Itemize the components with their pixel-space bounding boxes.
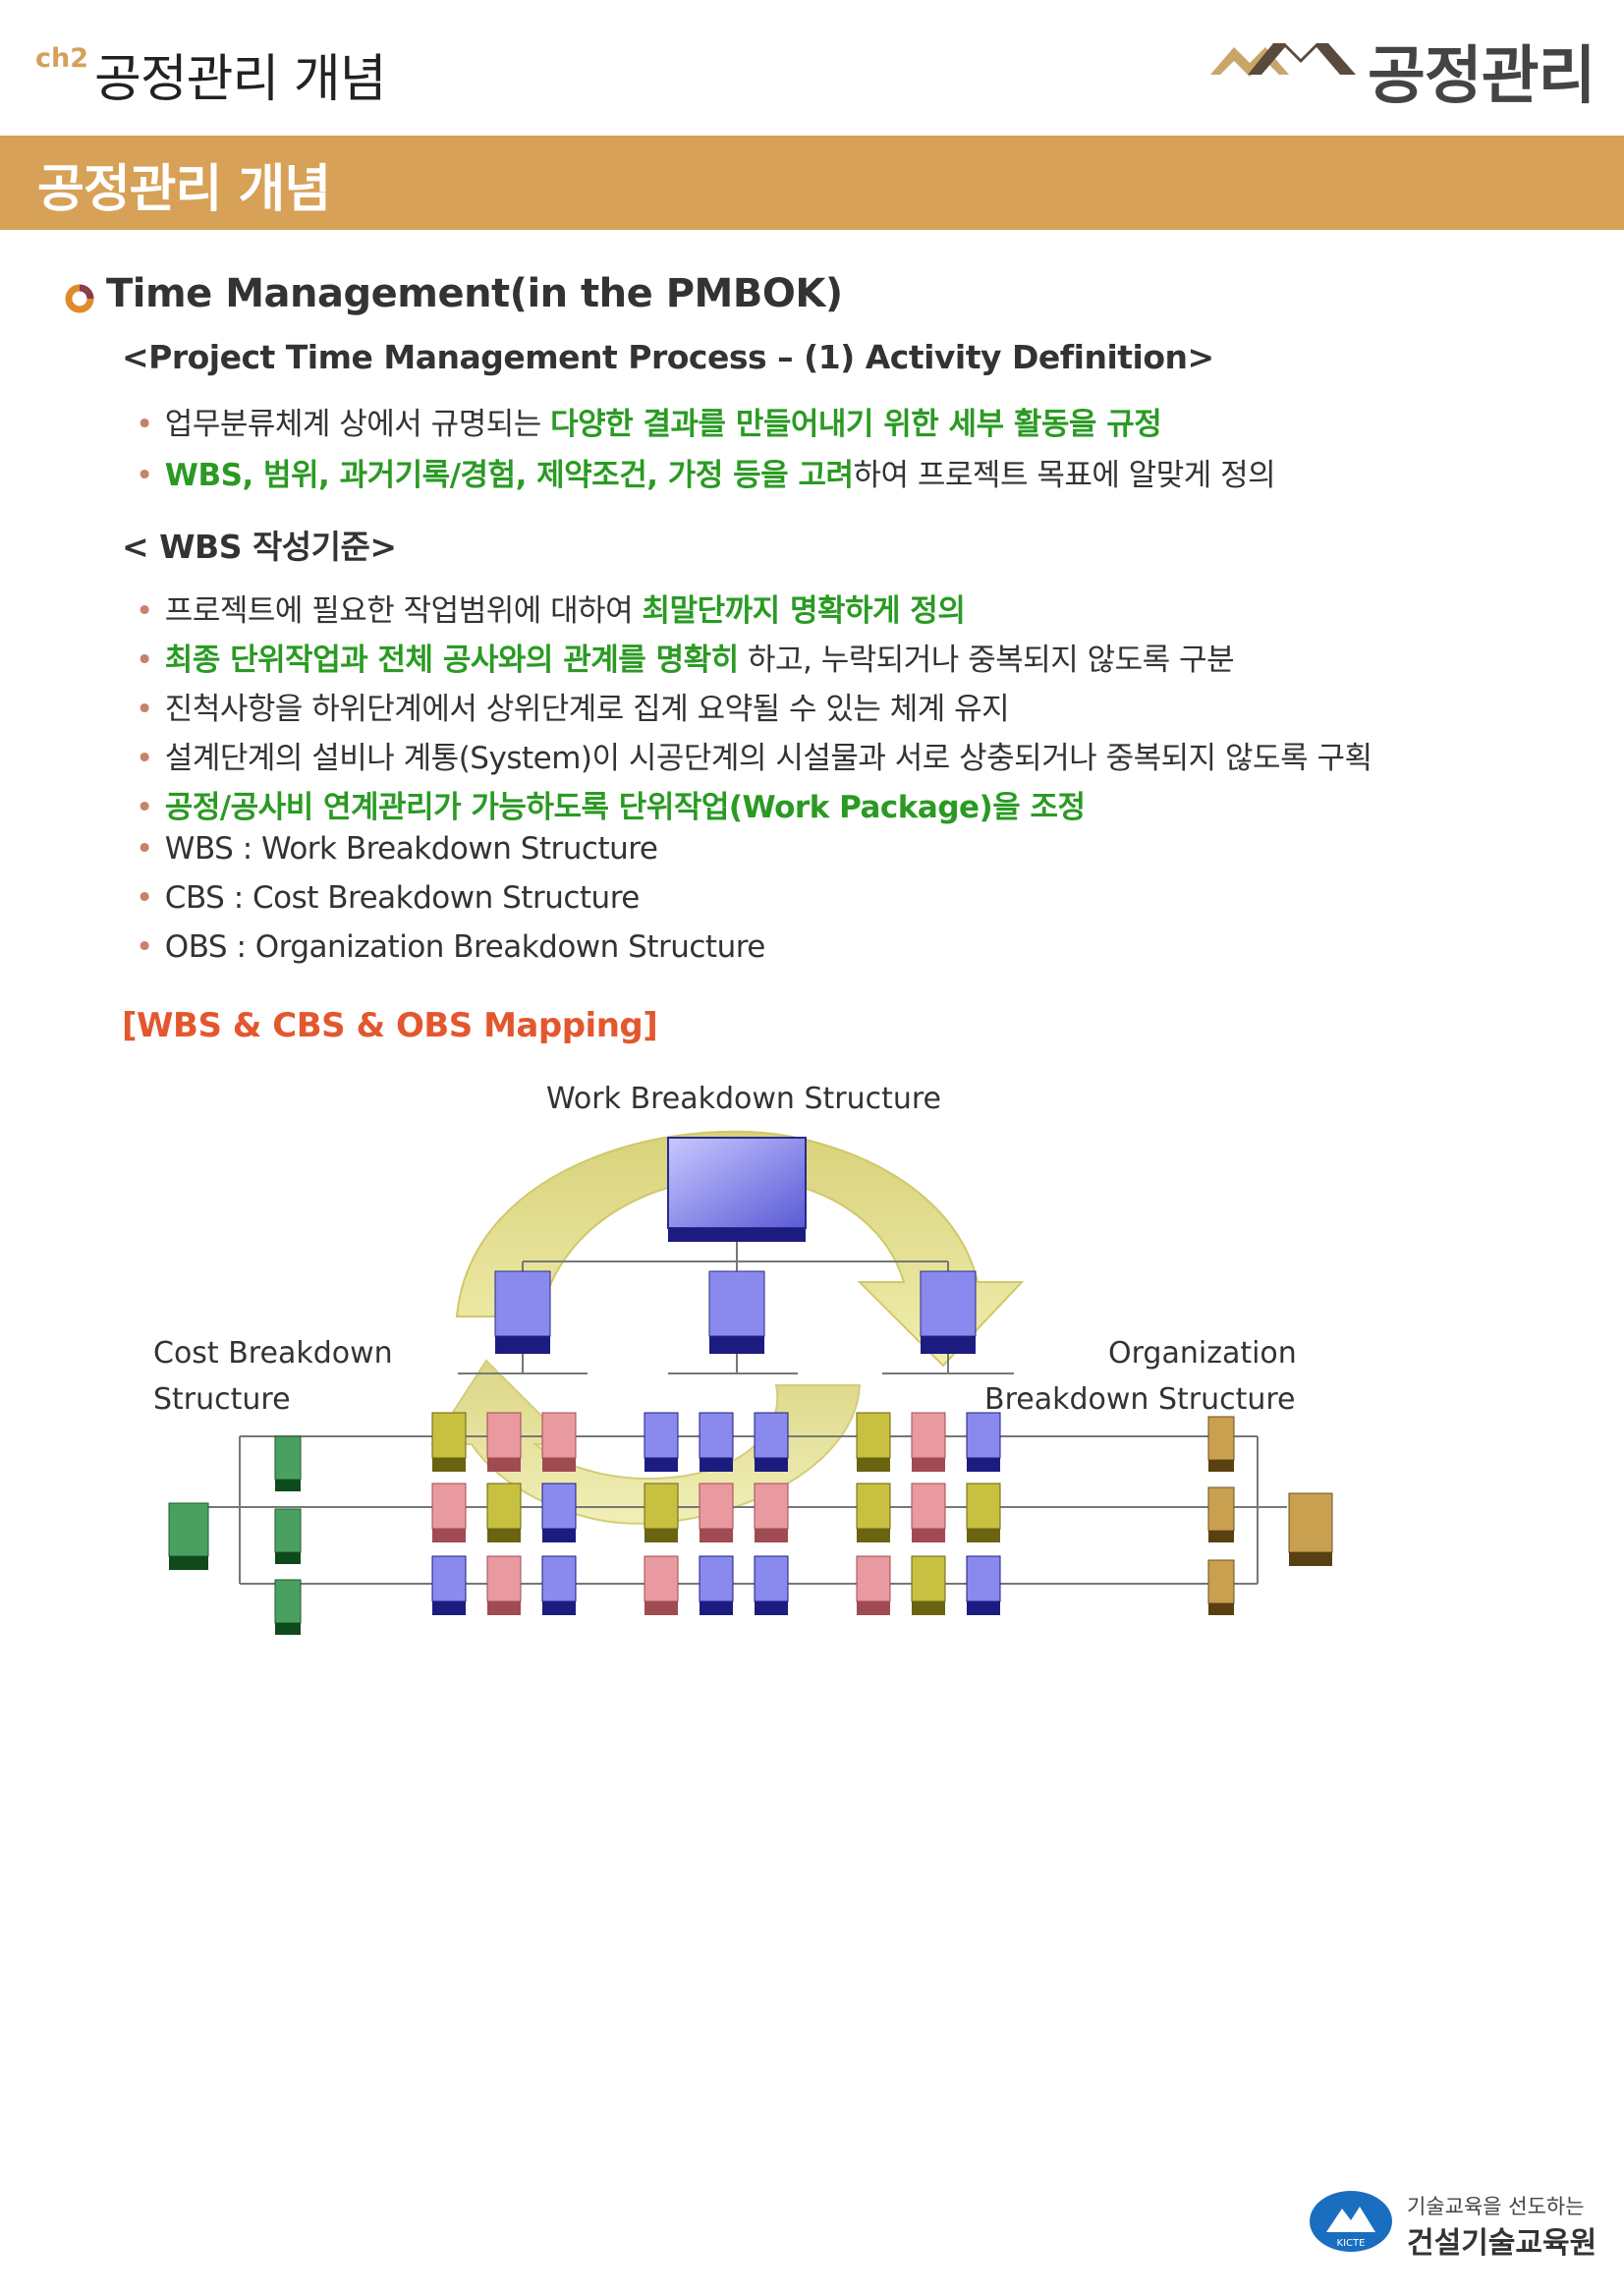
list-item: •OBS : Organization Breakdown Structure (136, 929, 765, 965)
work-package-cell (431, 1412, 467, 1459)
wbs-top-box-base (668, 1228, 806, 1242)
work-package-cell-base (967, 1458, 1000, 1472)
work-package-cell (541, 1483, 577, 1530)
work-package-cell (966, 1483, 1001, 1530)
work-package-cell (486, 1555, 522, 1602)
work-package-cell (699, 1555, 734, 1602)
obs-boxes (1207, 1416, 1333, 1615)
obs-label-1: Organization (1108, 1336, 1297, 1371)
work-package-cell-base (967, 1601, 1000, 1615)
work-package-cell (911, 1555, 946, 1602)
work-package-cell (644, 1555, 679, 1602)
section-title: Time Management(in the PMBOK) (106, 271, 843, 316)
work-package-cell-base (857, 1458, 890, 1472)
obs-label-2: Breakdown Structure (984, 1382, 1296, 1417)
work-package-cell (644, 1412, 679, 1459)
work-package-cell-base (912, 1458, 945, 1472)
list-item: •설계단계의 설비나 계통(System)이 시공단계의 시설물과 서로 상충되… (136, 741, 1372, 776)
work-package-cell (754, 1412, 789, 1459)
work-package-cell (966, 1555, 1001, 1602)
wbs-top-box (667, 1137, 807, 1229)
work-package-cell-base (967, 1529, 1000, 1542)
list-item: •공정/공사비 연계관리가 가능하도록 단위작업(Work Package)을 … (136, 790, 1086, 825)
footer-tagline: 기술교육을 선도하는 (1407, 2195, 1585, 2218)
title-band (0, 136, 1624, 230)
list-item: •진척사항을 하위단계에서 상위단계로 집계 요약될 수 있는 체계 유지 (136, 692, 1010, 727)
tree-lines (206, 1242, 1287, 1585)
work-package-cell-base (755, 1458, 788, 1472)
work-package-cell-base (700, 1529, 733, 1542)
work-package-grid (431, 1412, 1001, 1615)
work-package-cell (699, 1412, 734, 1459)
work-package-cell (856, 1412, 891, 1459)
work-package-cell-base (432, 1458, 466, 1472)
work-package-cell-base (432, 1601, 466, 1615)
work-package-cell (541, 1555, 577, 1602)
wbs-label: Work Breakdown Structure (546, 1082, 941, 1116)
work-package-cell-base (857, 1601, 890, 1615)
footer-org: 건설기술교육원 (1407, 2226, 1597, 2261)
work-package-cell (644, 1483, 679, 1530)
work-package-cell (699, 1483, 734, 1530)
work-package-cell (856, 1555, 891, 1602)
work-package-cell (486, 1412, 522, 1459)
work-package-cell-base (644, 1458, 678, 1472)
subsection-title-activity: <Project Time Management Process – (1) A… (122, 338, 1214, 376)
cbs-label-2: Structure (153, 1382, 291, 1417)
work-package-cell-base (700, 1458, 733, 1472)
work-package-cell (911, 1483, 946, 1530)
work-package-cell (911, 1412, 946, 1459)
work-package-cell (856, 1483, 891, 1530)
work-package-cell-base (487, 1601, 521, 1615)
work-package-cell (541, 1412, 577, 1459)
list-item: •CBS : Cost Breakdown Structure (136, 880, 640, 916)
logo-text: KICTE (1337, 2238, 1366, 2249)
work-package-cell (754, 1555, 789, 1602)
list-item: •최종 단위작업과 전체 공사와의 관계를 명확히 하고, 누락되거나 중복되지… (136, 643, 1235, 678)
work-package-cell (966, 1412, 1001, 1459)
top-arrow (455, 1130, 1025, 1368)
mapping-title: [WBS & CBS & OBS Mapping] (122, 1006, 658, 1045)
work-package-cell (431, 1555, 467, 1602)
wbs-cbs-obs-diagram: Work Breakdown Structure Cost Breakdown … (153, 1082, 1333, 1635)
page-title: 공정관리 개념 (94, 50, 387, 109)
work-package-cell-base (487, 1529, 521, 1542)
list-item: •WBS, 범위, 과거기록/경험, 제약조건, 가정 등을 고려하여 프로젝트… (136, 458, 1276, 493)
work-package-cell-base (755, 1601, 788, 1615)
work-package-cell-base (542, 1458, 576, 1472)
list-item: •업무분류체계 상에서 규명되는 다양한 결과를 만들어내기 위한 세부 활동을… (136, 407, 1162, 442)
work-package-cell-base (700, 1601, 733, 1615)
work-package-cell-base (755, 1529, 788, 1542)
section-ring-icon (65, 284, 94, 313)
list-item: •프로젝트에 필요한 작업범위에 대하여 최말단까지 명확하게 정의 (136, 593, 966, 629)
work-package-cell-base (542, 1529, 576, 1542)
work-package-cell (754, 1483, 789, 1530)
level2-boxes (494, 1270, 977, 1354)
work-package-cell-base (487, 1458, 521, 1472)
work-package-cell-base (542, 1601, 576, 1615)
list-item: •WBS : Work Breakdown Structure (136, 831, 658, 867)
work-package-cell (486, 1483, 522, 1530)
work-package-cell-base (644, 1601, 678, 1615)
chapter-label: ch2 (35, 43, 89, 74)
kicte-logo-icon: KICTE (1310, 2191, 1392, 2252)
brand-logo-icon (1210, 43, 1356, 77)
brand-title: 공정관리 (1368, 40, 1596, 113)
cbs-boxes (168, 1435, 302, 1635)
cbs-label-1: Cost Breakdown (153, 1336, 393, 1371)
work-package-cell-base (857, 1529, 890, 1542)
work-package-cell (431, 1483, 467, 1530)
work-package-cell-base (644, 1529, 678, 1542)
work-package-cell-base (432, 1529, 466, 1542)
work-package-cell-base (912, 1601, 945, 1615)
subsection-title-wbs: < WBS 작성기준> (122, 528, 397, 566)
work-package-cell-base (912, 1529, 945, 1542)
band-title: 공정관리 개념 (37, 160, 331, 219)
